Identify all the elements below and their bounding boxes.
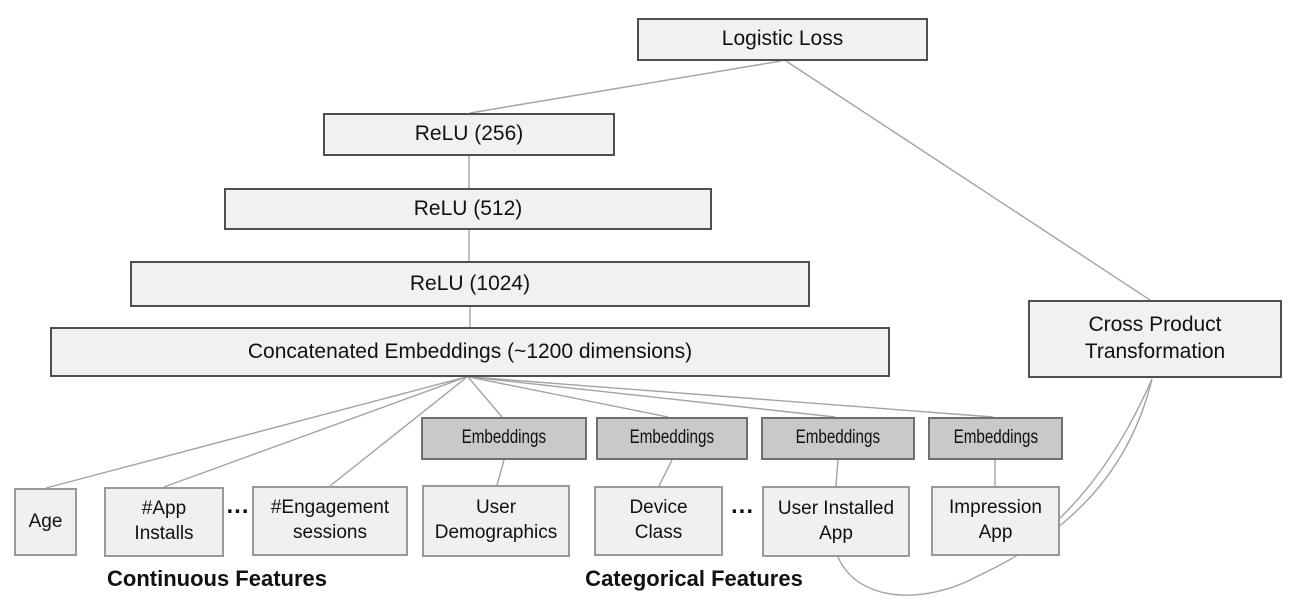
node-label: #App Installs <box>134 498 194 544</box>
label-categorical-features: Categorical Features <box>585 566 803 591</box>
node-device-class: Device Class <box>594 486 723 556</box>
node-label: Device Class <box>629 497 688 543</box>
edge-logistic-to-cross <box>785 60 1151 301</box>
node-impression-app: Impression App <box>931 486 1060 556</box>
node-relu-512: ReLU (512) <box>224 188 712 230</box>
edge-imp-to-cross-curve <box>1059 378 1153 519</box>
edge-emb2-to-dc <box>658 459 673 487</box>
node-label: Embeddings <box>629 427 715 449</box>
node-embeddings-impression-app: Embeddings <box>928 417 1063 460</box>
node-label: Embeddings <box>953 427 1038 449</box>
node-label: User Installed App <box>777 497 895 544</box>
edge-concat-to-eng <box>329 376 468 487</box>
edge-concat-to-app <box>163 376 467 488</box>
node-embeddings-device-class: Embeddings <box>596 417 748 460</box>
node-concatenated-embeddings: Concatenated Embeddings (~1200 dimension… <box>50 327 890 377</box>
ellipsis-categorical-features: ... <box>730 492 754 519</box>
edge-concat-to-emb1 <box>467 376 503 418</box>
edge-emb1-to-ud <box>496 459 505 486</box>
node-label: Cross Product Transformation <box>1084 313 1226 363</box>
node-label: Embeddings <box>795 427 881 449</box>
node-relu-256: ReLU (256) <box>323 113 615 156</box>
edge-concat-to-age <box>45 376 467 489</box>
node-relu-1024: ReLU (1024) <box>130 261 810 307</box>
node-label: ReLU (1024) <box>409 271 531 295</box>
node-label: Age <box>28 510 63 532</box>
node-embeddings-user-demographics: Embeddings <box>421 417 587 460</box>
node-user-installed-app: User Installed App <box>762 486 910 557</box>
node-app-installs: #App Installs <box>104 487 224 557</box>
node-label: User Demographics <box>434 497 558 543</box>
edge-logistic-to-relu256 <box>469 60 782 114</box>
node-label: Concatenated Embeddings (~1200 dimension… <box>247 339 693 363</box>
label-continuous-features: Continuous Features <box>106 566 328 591</box>
edge-uia-to-cross-curve <box>837 378 1153 596</box>
node-age: Age <box>14 488 77 556</box>
edge-concat-to-emb2 <box>468 376 669 418</box>
node-engagement-sessions: #Engagement sessions <box>252 486 408 556</box>
node-label: ReLU (256) <box>414 122 524 146</box>
node-cross-product-transformation: Cross Product Transformation <box>1028 300 1282 378</box>
node-logistic-loss: Logistic Loss <box>637 18 928 61</box>
node-label: ReLU (512) <box>413 196 523 220</box>
edge-emb3-to-uia <box>835 459 839 487</box>
edge-concat-to-emb4 <box>470 376 994 418</box>
node-label: Impression App <box>949 497 1042 543</box>
node-label: Logistic Loss <box>721 27 844 51</box>
ellipsis-continuous-features: ... <box>226 492 250 519</box>
node-label: #Engagement sessions <box>270 497 390 543</box>
node-user-demographics: User Demographics <box>422 485 570 557</box>
edge-concat-to-emb3 <box>469 376 836 418</box>
node-embeddings-user-installed-app: Embeddings <box>761 417 915 460</box>
node-label: Embeddings <box>461 427 547 449</box>
